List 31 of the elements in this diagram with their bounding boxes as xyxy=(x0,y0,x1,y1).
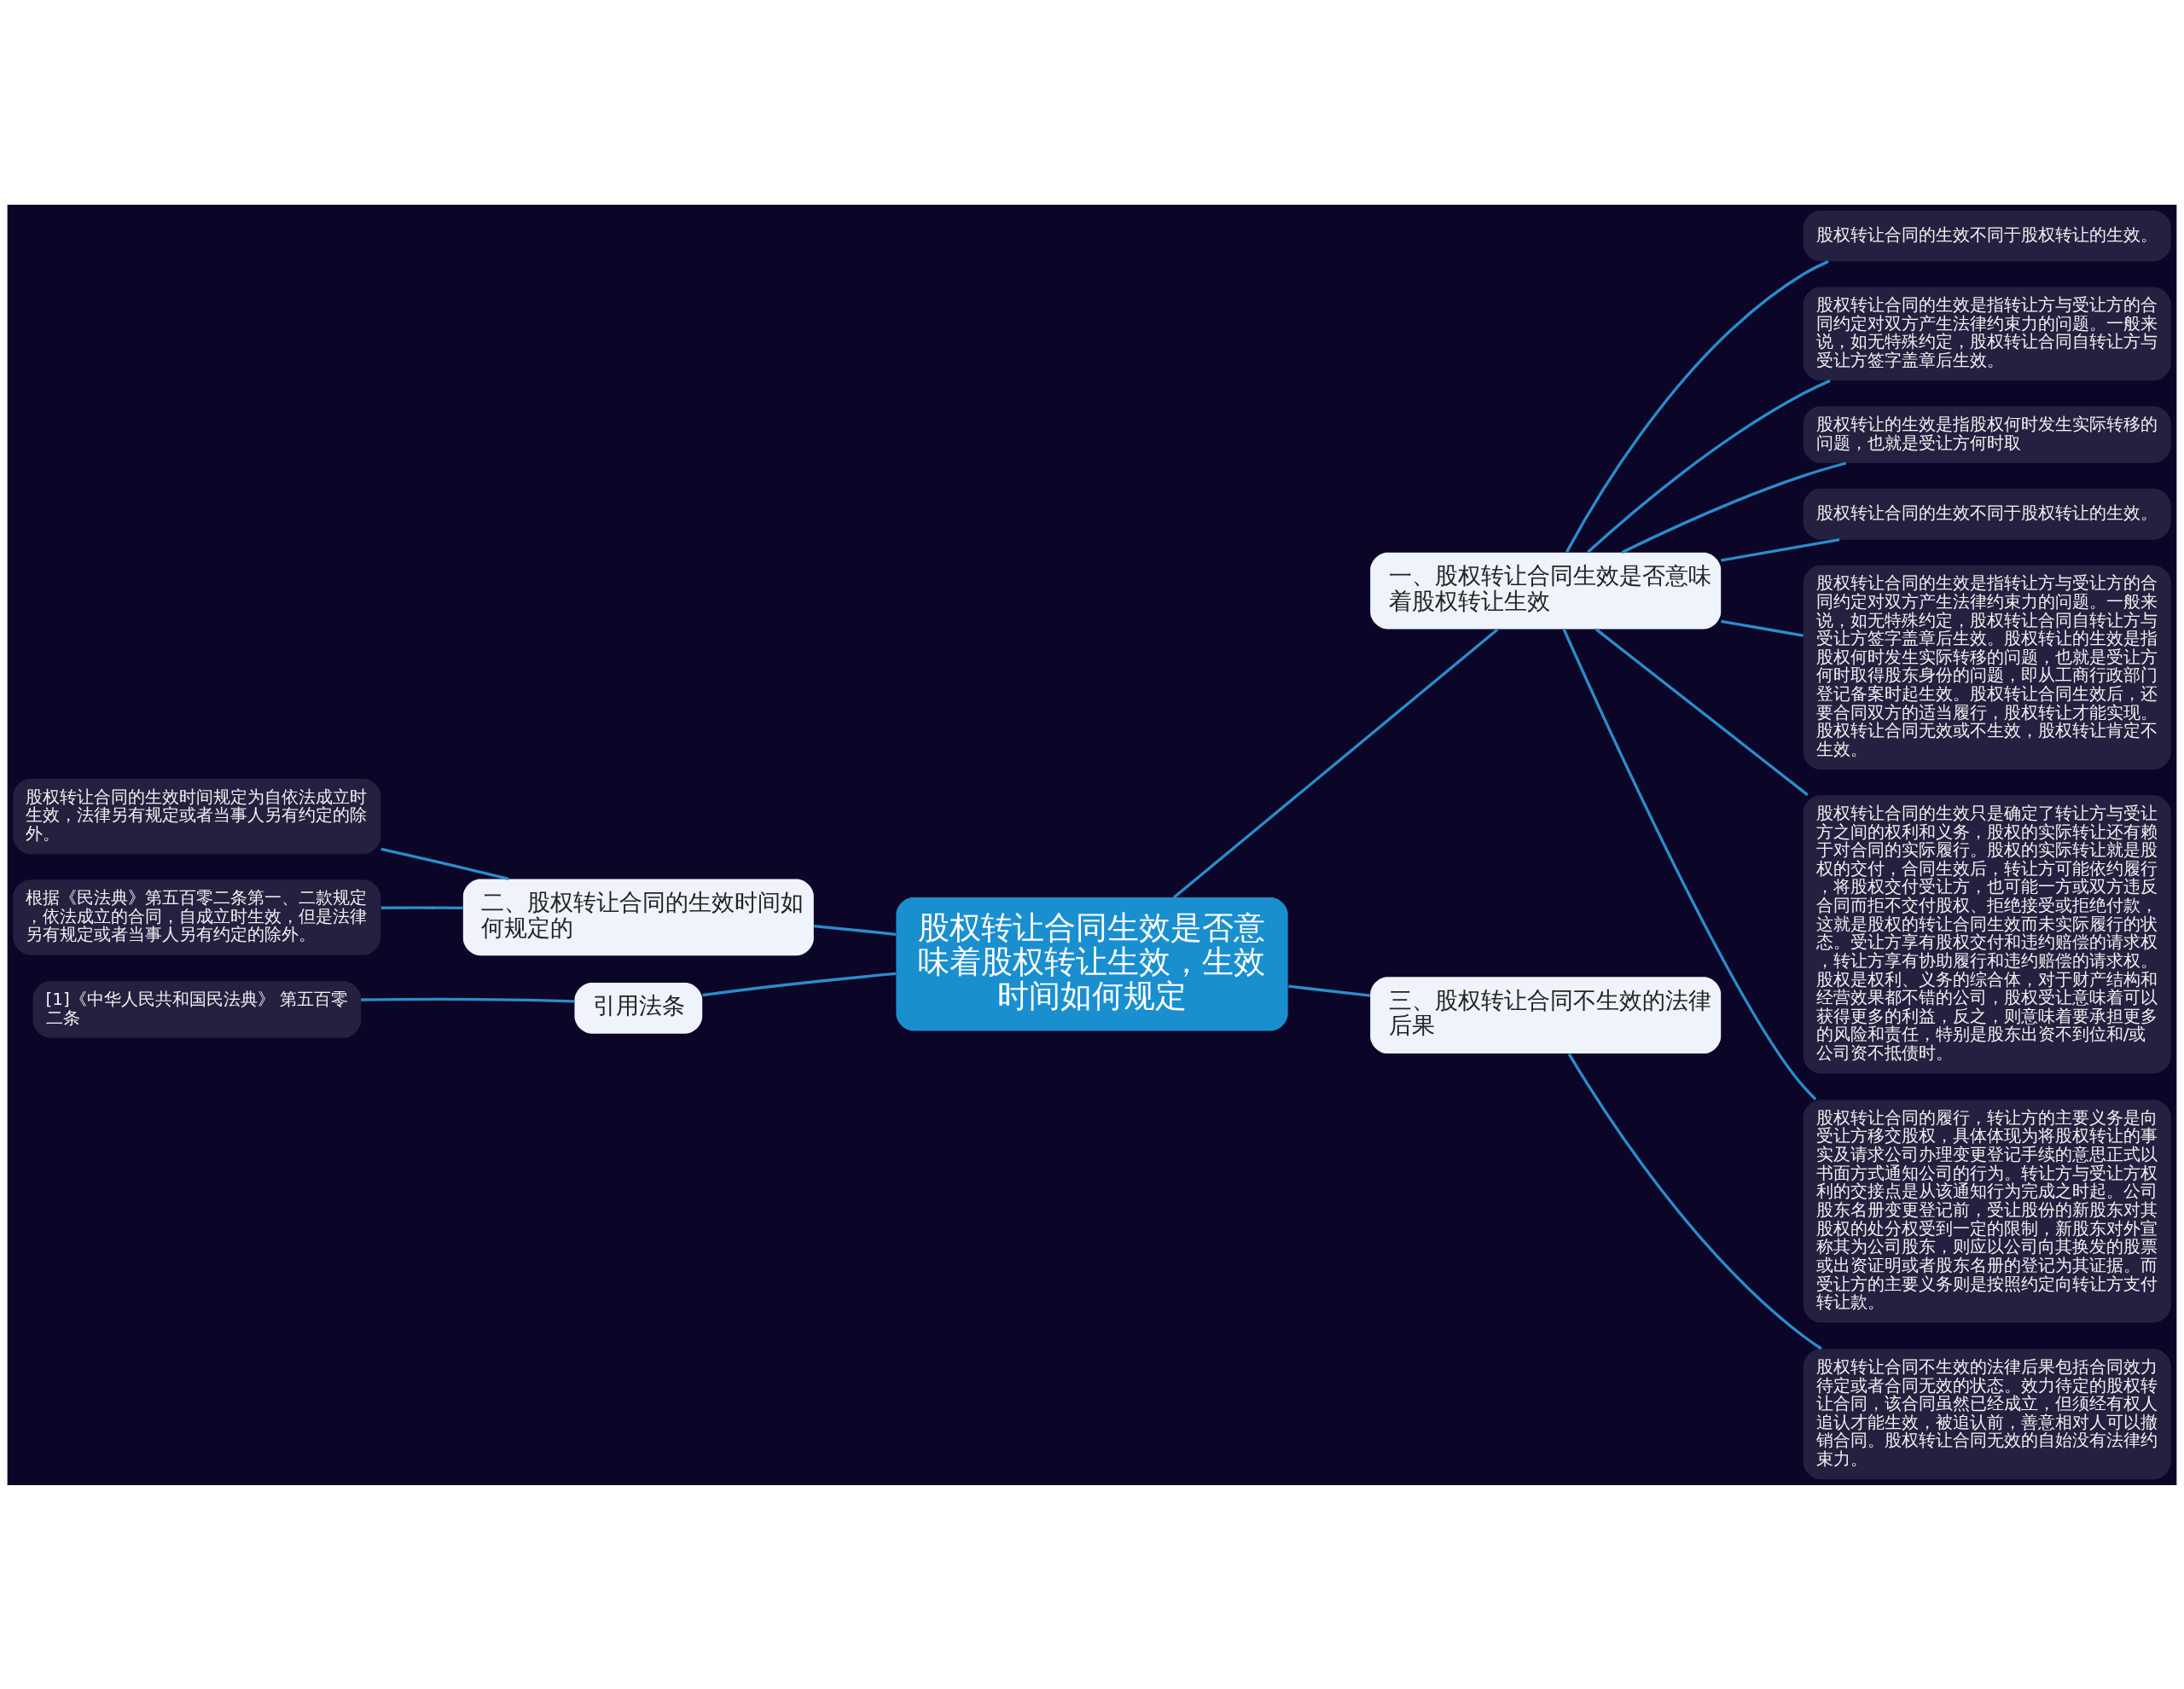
node-box: 股权转让合同的生效是指转让方与受让方的合同约定对双方产生法律约束力的问题。一般来说，如无特殊约定，股权转让合同自转让方与受让方签字盖章后生效。 xyxy=(1803,287,2171,380)
connector xyxy=(1173,628,1499,898)
node-box: 股权转让合同的生效是指转让方与受让方的合同约定对双方产生法律约束力的问题。一般来说，如无特殊约定，股权转让合同自转让方与受让方签字盖章后生效。股权转让的生效是指股权何时发生实际转移的问题，也就是受让方何时取得股东身份的问题，即从工商行政部门登记备案时起生效。股权转让合同生效后，还要合同双方的适当履行，股权转让才能实现。股权转让合同无效或不生效，股权转让肯定不生效。 xyxy=(1803,565,2171,769)
connector xyxy=(814,924,897,936)
node-box: 股权转让合同的生效时间规定为自依法成立时生效，法律另有规定或者当事人另有约定的除外。 xyxy=(13,778,381,854)
connector xyxy=(1721,619,1804,637)
node-box: 二、股权转让合同的生效时间如何规定的 xyxy=(462,878,814,955)
connector xyxy=(1567,1053,1822,1349)
connector xyxy=(380,847,509,880)
node-box: 股权转让的生效是指股权何时发生实际转移的问题，也就是受让方何时取 xyxy=(1803,405,2171,463)
node-box: 股权转让合同生效是否意味着股权转让生效，生效时间如何规定 xyxy=(896,897,1288,1030)
node-box: 股权转让合同的生效不同于股权转让的生效。 xyxy=(1803,488,2171,540)
node-box: [1]《中华人民共和国民法典》 第五百零二条 xyxy=(32,980,361,1038)
connector xyxy=(702,972,897,996)
connector xyxy=(1565,259,1829,553)
connector xyxy=(1621,461,1847,554)
node-box: 股权转让合同的生效只是确定了转让方与受让方之间的权利和义务，股权的实际转让还有赖于对合同的实际履行。股权的实际转让就是股权的交付，合同生效后，转让方可能依约履行，将股权交付受让方，也可能一方或双方违反合同而拒不交付股权、拒绝接受或拒绝付款，这就是股权的转让合同生效而未实际履行的状态。受让方享有股权交付和违约赔偿的请求权，转让方享有协助履行和违约赔偿的请求权。股权是权利、义务的综合体，对于财产结构和经营效果都不错的公司，股权受让意味着可以获得更多的利益，反之，则意味着要承担更多的风险和责任，特别是股东出资不到位和/或公司资不抵债时。 xyxy=(1803,794,2171,1073)
connector xyxy=(1562,628,1817,1100)
node-box: 股权转让合同不生效的法律后果包括合同效力待定或者合同无效的状态。效力待定的股权转让合同，该合同虽然已经成立，但须经有权人追认才能生效，被追认前，善意相对人可以撤销合同。股权转让合同无效的自始没有法律约束力。 xyxy=(1803,1348,2171,1479)
connector xyxy=(380,905,463,909)
node-box: 股权转让合同的生效不同于股权转让的生效。 xyxy=(1803,210,2171,262)
connector xyxy=(1288,984,1371,997)
node-box: 股权转让合同的履行，转让方的主要义务是向受让方移交股权，具体体现为将股权转让的事实及请求公司办理变更登记手续的意思正式以书面方式通知公司的行为。转让方与受让方权利的交接点是从该通知行为完成之时起。公司股东名册变更登记前，受让股份的新股东对其股权的处分权受到一定的限制，新股东对外宣称其为公司股东，则应以公司向其换发的股票或出资证明或者股东名册的登记为其证据。而受让方的主要义务则是按照约定向转让方支付转让款。 xyxy=(1803,1099,2171,1322)
node-box: 三、股权转让合同不生效的法律后果 xyxy=(1370,976,1722,1053)
node-box: 一、股权转让合同生效是否意味着股权转让生效 xyxy=(1370,552,1722,630)
connector xyxy=(1587,379,1831,553)
connector xyxy=(361,997,574,1003)
node-box: 根据《民法典》第五百零二条第一、二款规定，依法成立的合同，自成立时生效，但是法律另有规定或者当事人另有约定的除外。 xyxy=(13,879,381,955)
node-box: 引用法条 xyxy=(574,982,703,1034)
connector xyxy=(1594,627,1809,796)
connector xyxy=(1721,537,1840,562)
